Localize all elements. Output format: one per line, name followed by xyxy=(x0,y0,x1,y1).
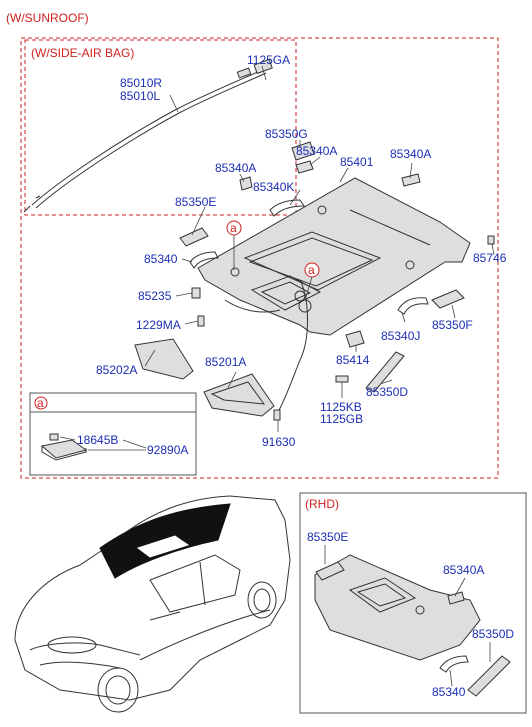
label-85340A-1: 85340A xyxy=(296,144,337,158)
label-85414: 85414 xyxy=(336,353,370,367)
label-85350E: 85350E xyxy=(175,195,216,209)
label-18645B: 18645B xyxy=(77,433,118,447)
rhd-bracket-85350E xyxy=(315,561,345,581)
label-85350G: 85350G xyxy=(265,127,308,141)
label-85201A: 85201A xyxy=(205,355,246,369)
clip-85340A-right xyxy=(401,173,421,187)
label-85340A-3: 85340A xyxy=(215,161,256,175)
label-85746: 85746 xyxy=(473,251,507,265)
label-91630: 91630 xyxy=(262,435,296,449)
curtain-airbag xyxy=(23,58,273,213)
handle-85340J xyxy=(397,297,429,315)
handle-85340K xyxy=(269,199,305,217)
wiring-91630 xyxy=(277,279,308,413)
rhd-label-85350D: 85350D xyxy=(472,627,514,641)
bracket-85350F xyxy=(431,289,465,309)
svg-text:a: a xyxy=(230,221,237,235)
label-85010R: 85010R xyxy=(120,76,162,90)
sunroof-label: (W/SUNROOF) xyxy=(6,11,89,25)
bracket-85350G xyxy=(291,141,315,161)
screw-1229MA xyxy=(197,315,205,327)
bracket-85350E xyxy=(179,227,209,247)
handle-85350D xyxy=(365,351,405,393)
rhd-handle-85350D xyxy=(467,655,511,697)
label-1125GB: 1125GB xyxy=(320,412,363,426)
svg-text:a: a xyxy=(37,396,44,410)
label-85350F: 85350F xyxy=(432,318,473,332)
sunroof-frame xyxy=(20,37,499,479)
label-1125GA: 1125GA xyxy=(247,53,290,67)
rhd-headlining xyxy=(314,554,481,661)
label-85340A-2: 85340A xyxy=(390,147,431,161)
rhd-label-85340A: 85340A xyxy=(443,563,484,577)
rhd-label-85350E: 85350E xyxy=(307,530,348,544)
clip-85340A-top xyxy=(295,160,314,174)
label-85401: 85401 xyxy=(340,155,374,169)
label-85235: 85235 xyxy=(138,289,172,303)
clip-85340A-mid xyxy=(239,176,253,191)
rhd-handle-85340 xyxy=(439,655,469,673)
label-85350D: 85350D xyxy=(366,385,408,399)
label-85340: 85340 xyxy=(144,252,178,266)
room-lamp-92890A xyxy=(40,433,88,461)
label-85340K: 85340K xyxy=(253,180,294,194)
label-85340J: 85340J xyxy=(381,329,420,343)
sunvisor-85201A xyxy=(203,373,275,417)
car-illustration xyxy=(14,495,291,713)
side-air-bag-frame xyxy=(24,39,297,216)
headlining xyxy=(197,177,471,336)
label-85010L: 85010L xyxy=(120,89,160,103)
bolt-85746 xyxy=(487,235,495,245)
rhd-clip-85340A xyxy=(447,591,465,605)
pad-85414 xyxy=(345,330,365,348)
rhd-label: (RHD) xyxy=(305,497,339,511)
label-85202A: 85202A xyxy=(96,363,137,377)
side-air-bag-label: (W/SIDE-AIR BAG) xyxy=(31,46,134,60)
clip-85235 xyxy=(191,287,201,299)
rhd-frame xyxy=(299,492,527,714)
svg-text:a: a xyxy=(308,263,315,277)
rhd-label-85340: 85340 xyxy=(432,685,466,699)
label-1229MA: 1229MA xyxy=(136,318,181,332)
handle-85340 xyxy=(189,251,219,269)
detail-box-a xyxy=(29,392,197,476)
label-92890A: 92890A xyxy=(147,443,188,457)
bolt-1125KB xyxy=(335,375,349,383)
sunvisor-85202A xyxy=(134,338,194,380)
label-1125KB: 1125KB xyxy=(320,400,362,414)
